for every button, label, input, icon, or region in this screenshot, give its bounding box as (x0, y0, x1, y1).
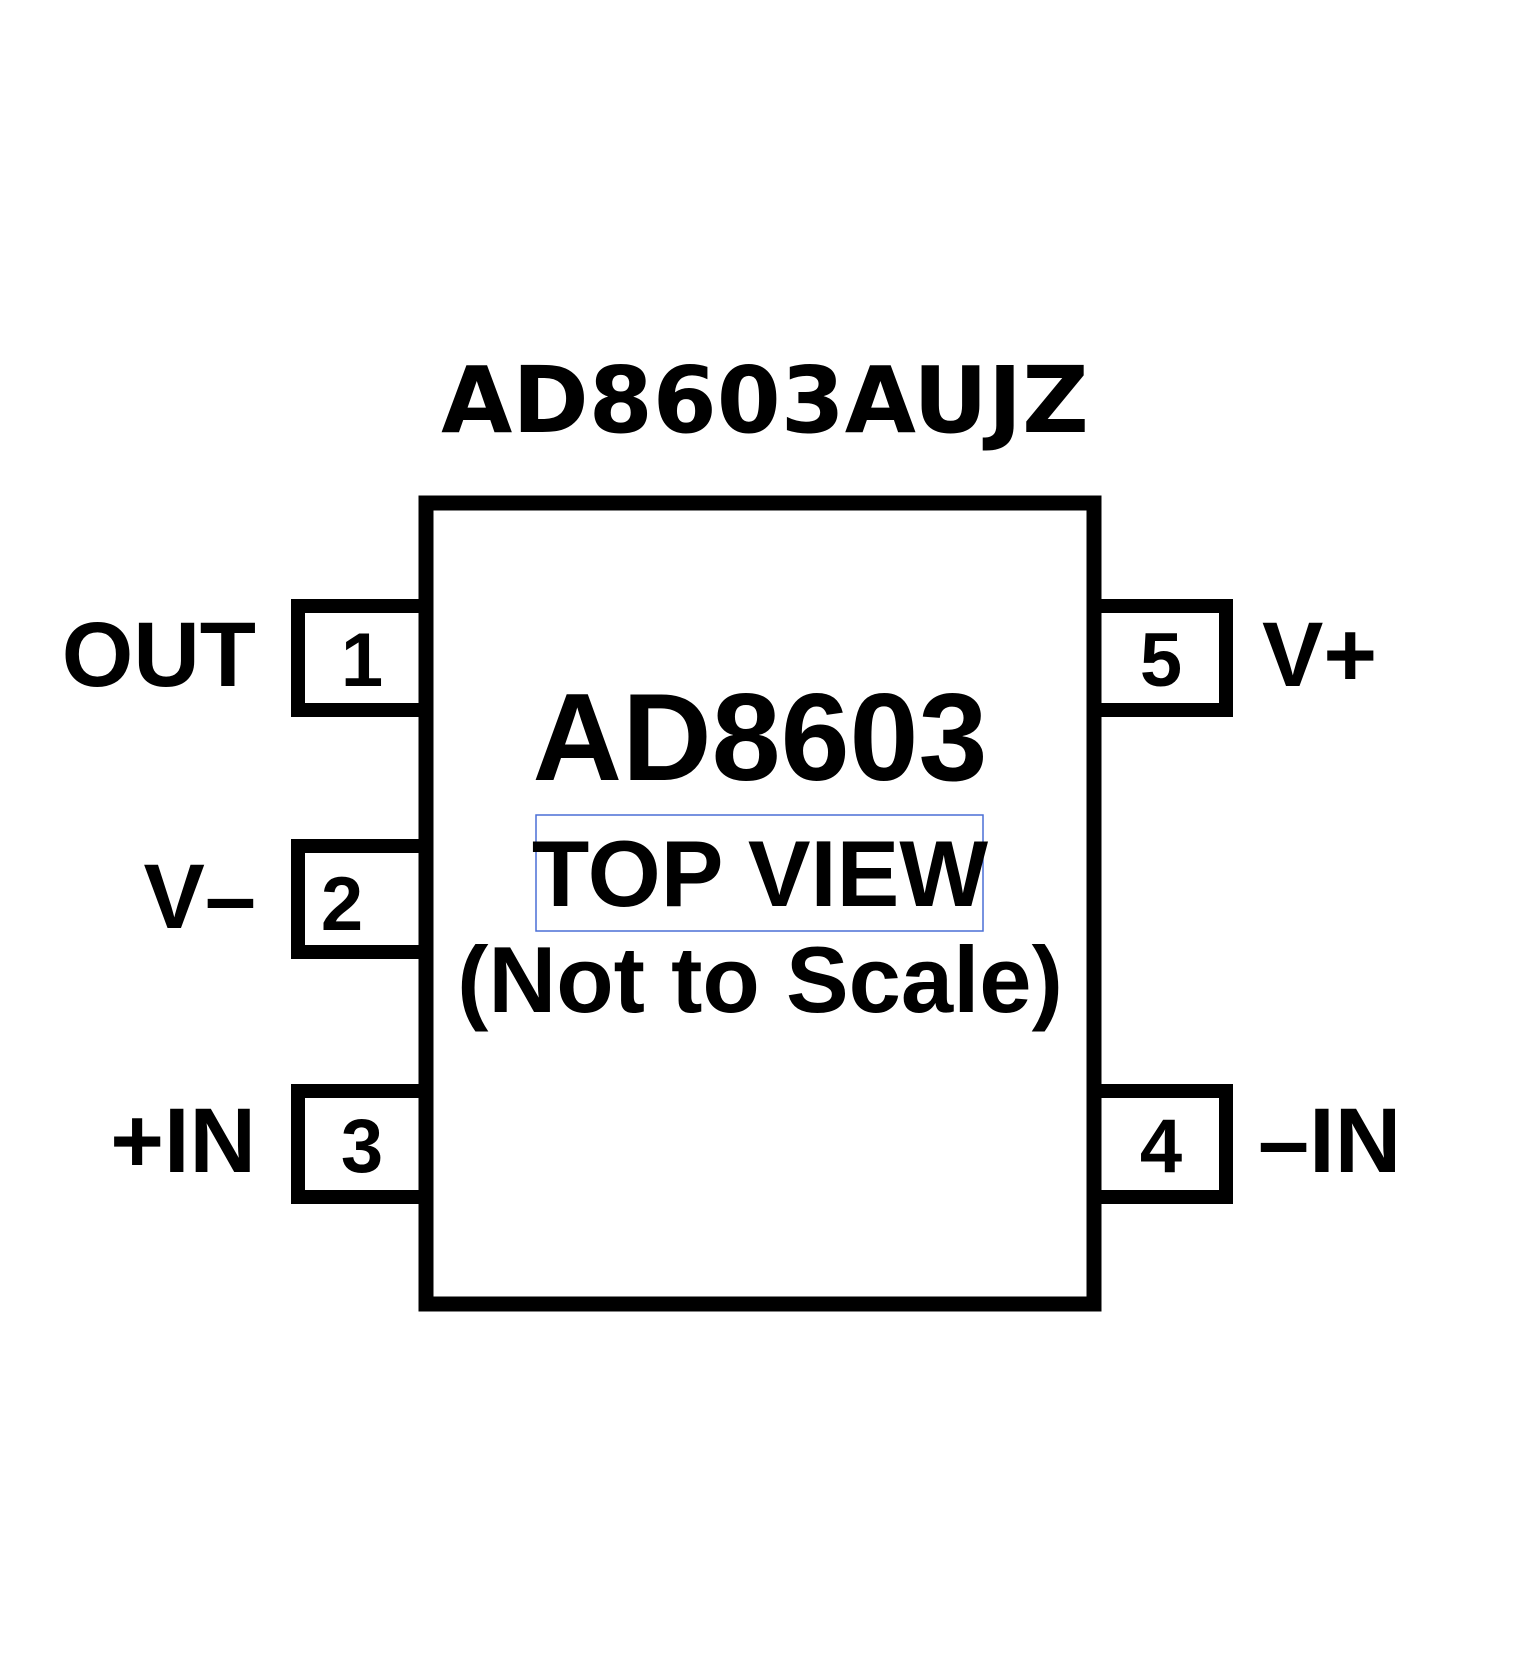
pin-1-number: 1 (341, 618, 383, 703)
pin-2-number: 2 (321, 862, 363, 947)
pin-5-number: 5 (1140, 618, 1182, 703)
top-view-highlight-box (535, 814, 984, 932)
pin-1-label: OUT (62, 604, 256, 706)
pin-3-box (291, 1084, 433, 1204)
not-to-scale-note: (Not to Scale) (457, 927, 1063, 1032)
pin-3-number: 3 (341, 1104, 383, 1189)
pin-4-number: 4 (1140, 1104, 1182, 1189)
pin-3-label: +IN (110, 1090, 256, 1192)
top-view-label: TOP VIEW (532, 821, 988, 926)
pin-1-box (291, 599, 433, 717)
pin-4-label: –IN (1258, 1090, 1401, 1192)
pin-2-label: V– (143, 846, 256, 948)
part-number-title: AD8603AUJZ (441, 347, 1089, 454)
chip-name: AD8603 (533, 669, 988, 807)
pin-2-box (291, 839, 433, 959)
pin-5-label: V+ (1262, 604, 1377, 706)
